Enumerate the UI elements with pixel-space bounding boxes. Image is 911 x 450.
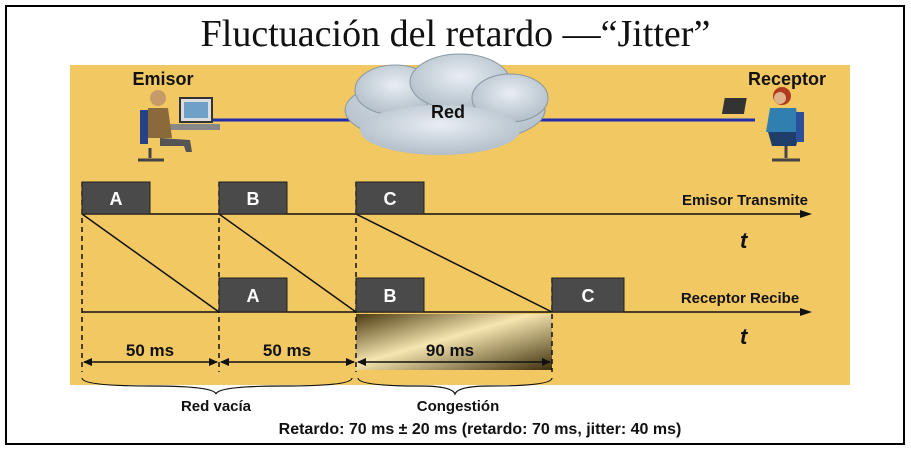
congestion-brace [357, 377, 553, 396]
interval-label: 90 ms [426, 341, 474, 360]
slide-title: Fluctuación del retardo —“Jitter” [200, 13, 711, 55]
phase-empty-label: Red vacía [181, 398, 252, 415]
interval-arrowheads [83, 358, 551, 366]
rx-packet: A [218, 277, 288, 313]
phase-congestion-label: Congestión [417, 398, 500, 415]
tx-packet-label: A [110, 189, 123, 209]
rx-line-label: Receptor Recibe [681, 290, 799, 307]
tx-packet: B [218, 181, 288, 215]
receiver-label: Receptor [748, 69, 826, 89]
rx-packet-label: C [582, 286, 595, 306]
tx-packet-label: C [384, 189, 397, 209]
interval-label: 50 ms [263, 341, 311, 360]
summary-text: Retardo: 70 ms ± 20 ms (retardo: 70 ms, … [279, 421, 682, 438]
receiver-person-icon [721, 87, 804, 162]
tx-time-symbol: t [740, 228, 749, 253]
tx-packet: C [355, 181, 425, 215]
tx-line-label: Emisor Transmite [682, 192, 808, 209]
empty-network-brace [81, 377, 353, 395]
rx-time-symbol: t [740, 324, 749, 349]
rx-axis-arrow-icon [800, 308, 812, 316]
sender-person-icon [138, 90, 220, 162]
rx-packet: B [355, 277, 425, 313]
tx-packet: A [81, 181, 151, 215]
tx-packet-label: B [247, 189, 260, 209]
rx-packet-label: A [247, 286, 260, 306]
tx-axis-arrow-icon [800, 210, 812, 218]
congestion-shading [356, 314, 552, 370]
sender-label: Emisor [132, 69, 193, 89]
network-cloud-icon [344, 53, 549, 155]
rx-packet-label: B [384, 286, 397, 306]
rx-packet: C [551, 277, 625, 313]
propagation-lines [81, 213, 553, 313]
network-label: Red [431, 102, 465, 122]
interval-label: 50 ms [126, 341, 174, 360]
